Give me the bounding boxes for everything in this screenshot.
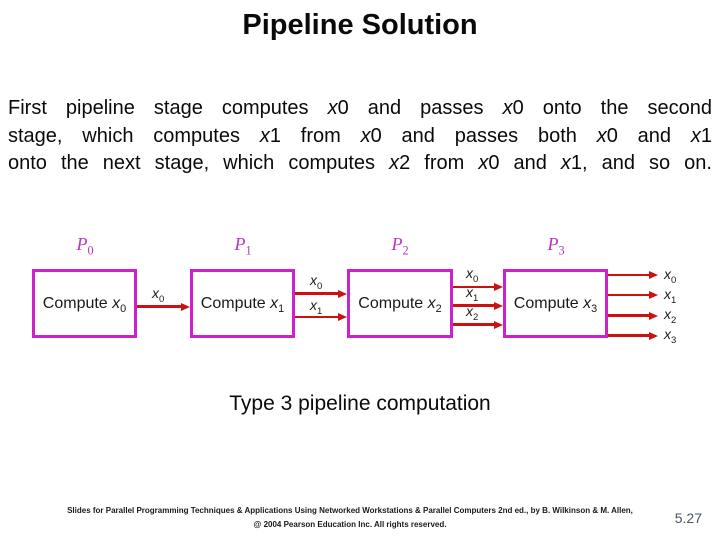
flow-arrow [608, 274, 650, 276]
box-label: Compute x0 [42, 294, 127, 315]
flow-arrow [295, 292, 339, 295]
arrow-label: x2 [664, 306, 677, 326]
arrow-label: x0 [466, 265, 479, 285]
flow-arrow [137, 305, 182, 308]
processor-label-p0: P0 [76, 234, 94, 258]
arrow-label: x0 [152, 285, 165, 305]
page-number: 5.27 [674, 510, 702, 526]
diagram-caption: Type 3 pipeline computation [229, 392, 491, 415]
arrow-label: x1 [466, 284, 479, 304]
arrow-label: x1 [664, 286, 677, 306]
body-text-line: First pipeline stage computes x0 and pas… [8, 97, 713, 119]
page-title: Pipeline Solution [242, 9, 478, 41]
compute-box-0: Compute x0 [32, 269, 137, 338]
flow-arrow [295, 316, 339, 318]
compute-box-1: Compute x1 [190, 269, 295, 338]
compute-box-3: Compute x3 [503, 269, 608, 338]
footer-line-1: Slides for Parallel Programming Techniqu… [67, 506, 633, 515]
flow-arrow [608, 314, 650, 317]
flow-arrow [453, 323, 495, 326]
body-paragraph: First pipeline stage computes x0 and pas… [8, 95, 712, 178]
flow-arrow [453, 304, 495, 307]
footer-line-2: @ 2004 Pearson Education Inc. All rights… [253, 520, 447, 529]
arrow-label: x3 [664, 326, 677, 346]
box-label: Compute x1 [200, 294, 285, 315]
box-label: Compute x3 [513, 294, 598, 315]
body-text-line: onto the next stage, which computes x2 f… [8, 152, 712, 174]
flow-arrow [608, 294, 650, 296]
flow-arrow [608, 334, 650, 337]
processor-label-p3: P3 [547, 234, 565, 258]
compute-box-2: Compute x2 [347, 269, 453, 338]
arrow-label: x2 [466, 303, 479, 323]
box-label: Compute x2 [358, 294, 442, 315]
arrow-label: x0 [664, 266, 677, 286]
body-text-line: stage, which computes x1 from x0 and pas… [8, 124, 712, 147]
arrow-label: x0 [310, 272, 323, 292]
flow-arrow [453, 286, 495, 288]
processor-label-p1: P1 [234, 234, 252, 258]
processor-label-p2: P2 [391, 234, 409, 258]
footer: Slides for Parallel Programming Techniqu… [30, 504, 670, 532]
arrow-label: x1 [310, 297, 323, 317]
